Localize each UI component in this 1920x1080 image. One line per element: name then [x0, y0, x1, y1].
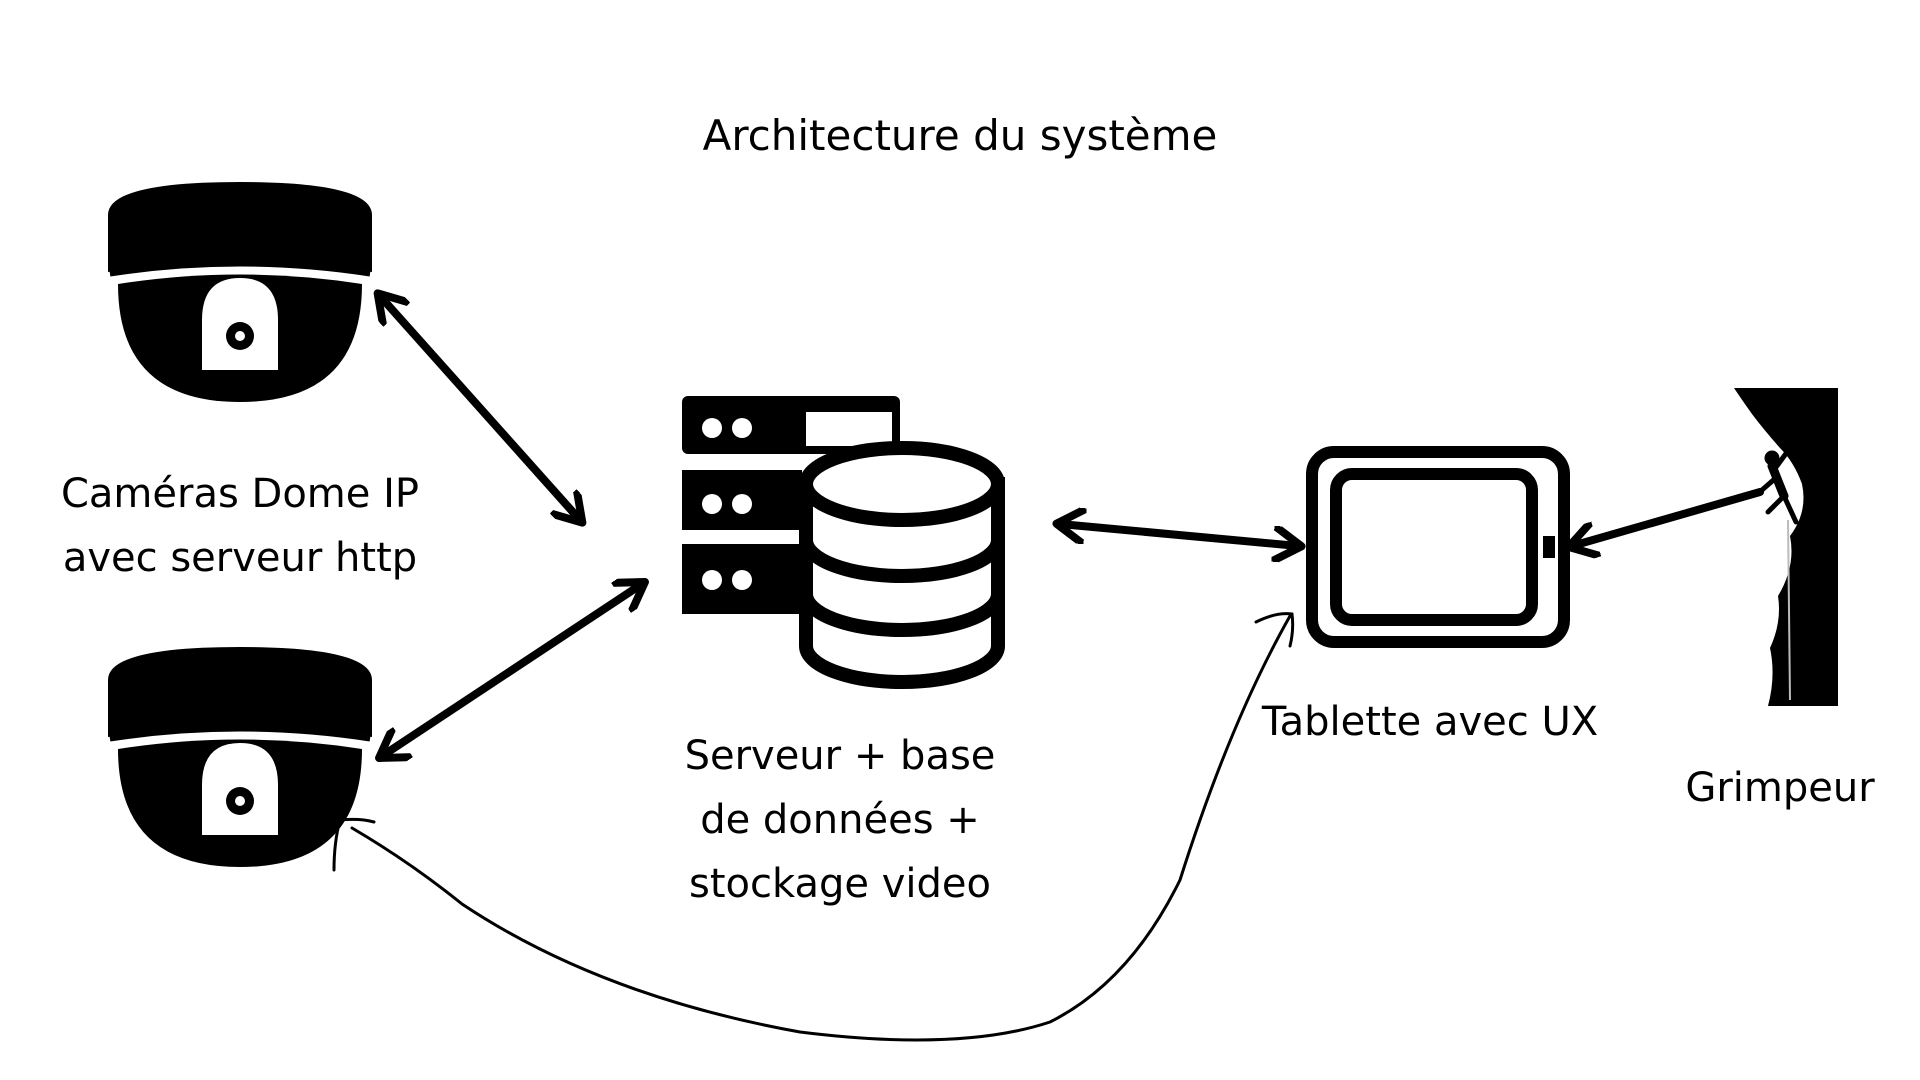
connector-server-tablet: [1060, 524, 1298, 546]
server-label-line3: stockage video: [689, 861, 991, 907]
cameras-label-line2: avec serveur http: [62, 535, 418, 581]
server-database-icon: [682, 396, 1005, 689]
server-label-line2: de données +: [700, 797, 980, 843]
curve-arrowhead-tablet: [1254, 612, 1295, 648]
connector-camera-bottom-server: [382, 584, 642, 756]
tablet-label: Tablette avec UX: [1261, 699, 1599, 745]
connector-climber-tablet: [1572, 488, 1764, 546]
server-label: Serveur + base de données + stockage vid…: [600, 724, 1080, 916]
diagram-title: Architecture du système: [702, 111, 1218, 160]
cameras-label: Caméras Dome IP avec serveur http: [20, 462, 460, 590]
dome-camera-icon: [108, 647, 372, 867]
climber-label: Grimpeur: [1685, 765, 1875, 811]
server-label-line1: Serveur + base: [684, 733, 996, 779]
climber-icon: [1734, 388, 1838, 706]
dome-camera-icon: [108, 182, 372, 402]
cameras-label-line1: Caméras Dome IP: [60, 471, 419, 517]
curve-arrowhead-camera: [332, 817, 376, 872]
connector-camera-tablet-curve: [350, 614, 1292, 1042]
connector-camera-top-server: [380, 296, 580, 520]
tablet-icon: [1306, 446, 1570, 648]
